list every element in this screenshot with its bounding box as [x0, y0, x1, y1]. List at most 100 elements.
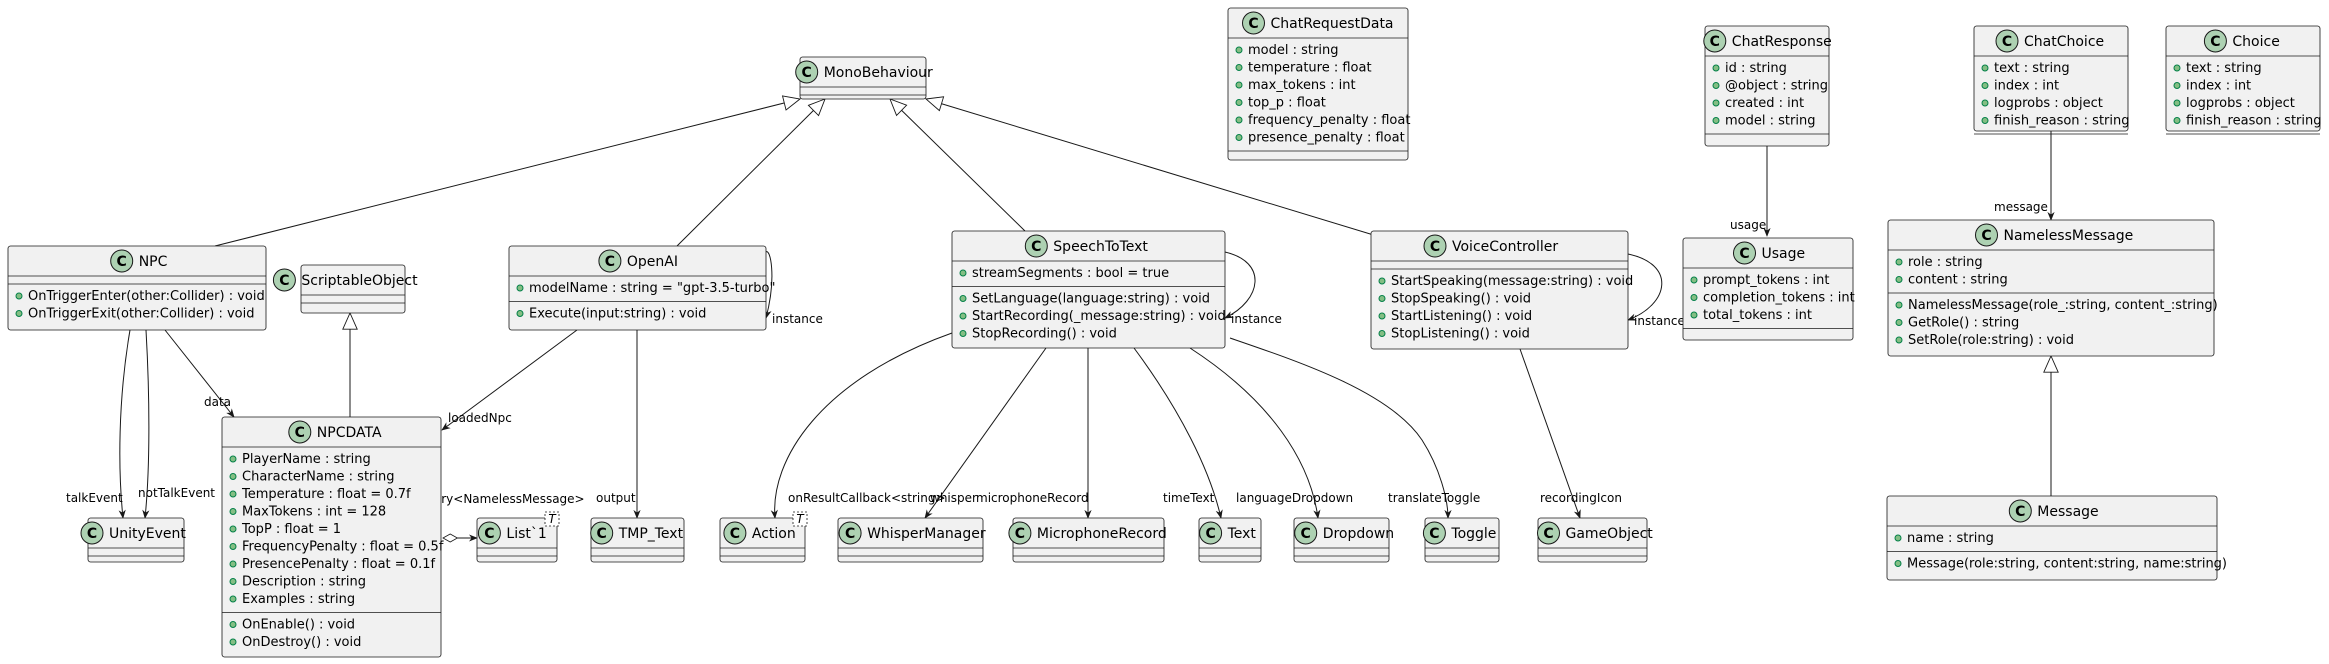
public-marker	[229, 508, 237, 515]
public-marker	[229, 638, 237, 646]
class-type-letter: C	[87, 526, 97, 542]
attribute: top_p : float	[1248, 96, 1326, 111]
class-box	[1227, 7, 1409, 161]
public-marker	[1712, 82, 1720, 89]
public-marker	[1894, 534, 1902, 542]
openai-extends-monobehaviour	[676, 99, 825, 247]
class-name: MonoBehaviour	[824, 65, 933, 81]
attribute: finish_reason : string	[2186, 114, 2322, 129]
class-type-icon	[288, 420, 312, 444]
class-type-letter: C	[1301, 526, 1311, 542]
method: StartRecording(_message:string) : void	[972, 309, 1226, 324]
class-type-letter: C	[1015, 526, 1025, 542]
class-type-icon	[1422, 521, 1446, 545]
class-box	[1973, 25, 2129, 132]
generic-type: T	[548, 512, 557, 526]
class-name: ChatChoice	[2024, 34, 2104, 50]
method: Execute(input:string) : void	[529, 307, 706, 322]
public-marker	[1378, 312, 1386, 320]
generic-badge	[792, 511, 808, 527]
openai-loadednpc-edge	[441, 329, 578, 431]
class-name: Action	[752, 526, 796, 542]
openai-instance-edge	[764, 251, 773, 319]
attribute: index : int	[1994, 79, 2059, 94]
class-type-icon	[1024, 234, 1048, 258]
attribute: content : string	[1908, 273, 2008, 288]
class-box	[508, 245, 767, 331]
class-type-letter: C	[1205, 526, 1215, 542]
public-marker	[2173, 99, 2181, 107]
method: OnEnable() : void	[242, 618, 355, 633]
class-type-letter: C	[1031, 239, 1041, 255]
class-name: OpenAI	[627, 254, 678, 270]
public-marker	[229, 578, 237, 585]
class-box	[951, 230, 1226, 349]
edge-label-message: message	[1994, 200, 2048, 214]
public-marker	[1981, 82, 1989, 89]
class-box	[1886, 495, 2218, 581]
attribute: model : string	[1248, 43, 1338, 58]
edge-label-loadednpc: loadedNpc	[448, 411, 512, 425]
public-marker	[15, 310, 23, 317]
public-marker	[229, 473, 237, 480]
class-name: Message	[2037, 504, 2098, 520]
public-marker	[1235, 46, 1243, 54]
attribute: total_tokens : int	[1703, 308, 1812, 323]
public-marker	[1235, 134, 1243, 141]
attribute: PlayerName : string	[242, 452, 371, 467]
public-marker	[229, 543, 237, 550]
voicecontroller-instance-edge	[1627, 253, 1663, 321]
attribute: logprobs : object	[1994, 96, 2103, 111]
class-type-icon	[1008, 521, 1032, 545]
attribute: id : string	[1725, 61, 1787, 76]
class-name: ScriptableObject	[301, 273, 418, 289]
class-box	[300, 264, 406, 314]
class-type-icon	[110, 249, 134, 273]
edge-label-openai-instance: instance	[772, 312, 823, 326]
attribute: completion_tokens : int	[1703, 291, 1855, 306]
public-marker	[1895, 319, 1903, 326]
method: OnDestroy() : void	[242, 635, 361, 650]
class-type-letter: C	[1429, 526, 1439, 542]
public-marker	[15, 292, 23, 300]
attribute: model : string	[1725, 114, 1815, 129]
attribute: Description : string	[242, 575, 366, 590]
public-marker	[1895, 276, 1903, 283]
class-type-letter: C	[1543, 526, 1553, 542]
class-type-letter: C	[1710, 34, 1720, 50]
class-type-icon	[590, 521, 614, 545]
class-name: TMP_Text	[618, 526, 684, 542]
attribute: presence_penalty : float	[1248, 131, 1405, 146]
method: SetRole(role:string) : void	[1908, 333, 2074, 348]
public-marker	[1981, 64, 1989, 72]
public-marker	[1690, 276, 1698, 284]
public-marker	[229, 490, 237, 498]
public-marker	[229, 621, 237, 628]
public-marker	[229, 525, 237, 533]
voicecontroller-gameobject-edge	[1519, 348, 1581, 519]
class-name: VoiceController	[1452, 239, 1558, 255]
class-box	[1682, 237, 1854, 341]
class-type-letter: C	[2002, 34, 2012, 50]
class-type-icon	[1294, 521, 1318, 545]
public-marker	[516, 310, 524, 317]
public-marker	[1235, 81, 1243, 89]
public-marker	[1712, 117, 1720, 124]
attribute: text : string	[2186, 61, 2262, 76]
method: SetLanguage(language:string) : void	[972, 292, 1210, 307]
class-type-icon	[1242, 11, 1265, 35]
class-box	[1537, 517, 1648, 563]
attribute: @object : string	[1725, 79, 1828, 94]
class-type-letter: C	[484, 526, 494, 542]
method: StartSpeaking(message:string) : void	[1391, 274, 1633, 289]
